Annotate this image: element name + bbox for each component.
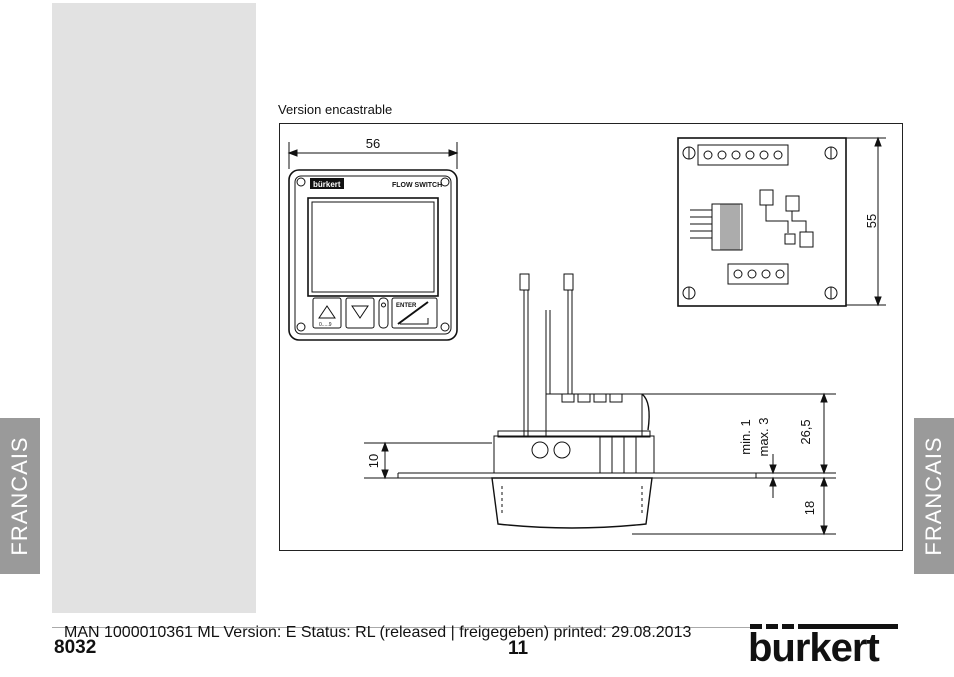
dim-height-label: 55 [864,214,879,228]
width-dimension: 56 [287,136,459,169]
language-tab-left[interactable]: FRANCAIS [0,418,40,574]
device-enter-label: ENTER [396,303,417,309]
dim-min-label: min. 1 [738,419,753,454]
drawing-caption: Version encastrable [278,102,393,117]
right-dimensions: 26,5 18 min. 1 max. 3 [626,392,836,536]
device-front-view: bürkert FLOW SWITCH 0.....9 ENTER [288,169,458,341]
footer-page-number: 11 [508,638,529,659]
drawing-svg: 56 bürkert FLOW SWITCH 0.....9 ENTER [287,136,886,536]
device-key-label: 0.....9 [319,322,332,328]
dim-width-label: 56 [366,136,380,151]
footer-rule [52,627,752,628]
burkert-logo: burkert [748,624,904,670]
language-tab-right[interactable]: FRANCAIS [914,418,954,574]
dim-upper-label: 26,5 [798,419,813,444]
device-brand: bürkert [313,180,341,189]
logo-stripes [750,624,900,630]
dim-max-label: max. 3 [756,417,771,456]
left-margin-panel [52,3,256,613]
technical-drawing: 56 bürkert FLOW SWITCH 0.....9 ENTER [279,123,903,551]
footer-document-meta: MAN 1000010361 ML Version: E Status: RL … [64,624,692,641]
dim-panel-label: 10 [366,454,381,468]
height-dimension: 55 [846,136,886,307]
logo-wordmark: burkert [748,626,880,670]
language-tab-left-label: FRANCAIS [7,436,32,556]
language-tab-right-label: FRANCAIS [921,436,946,556]
panel-thickness-dimension: 10 [364,441,492,480]
dim-lower-label: 18 [802,501,817,515]
footer-model-number: 8032 [54,637,97,658]
device-back-view [677,137,847,307]
device-side-view [397,273,757,529]
device-name: FLOW SWITCH [392,182,442,189]
